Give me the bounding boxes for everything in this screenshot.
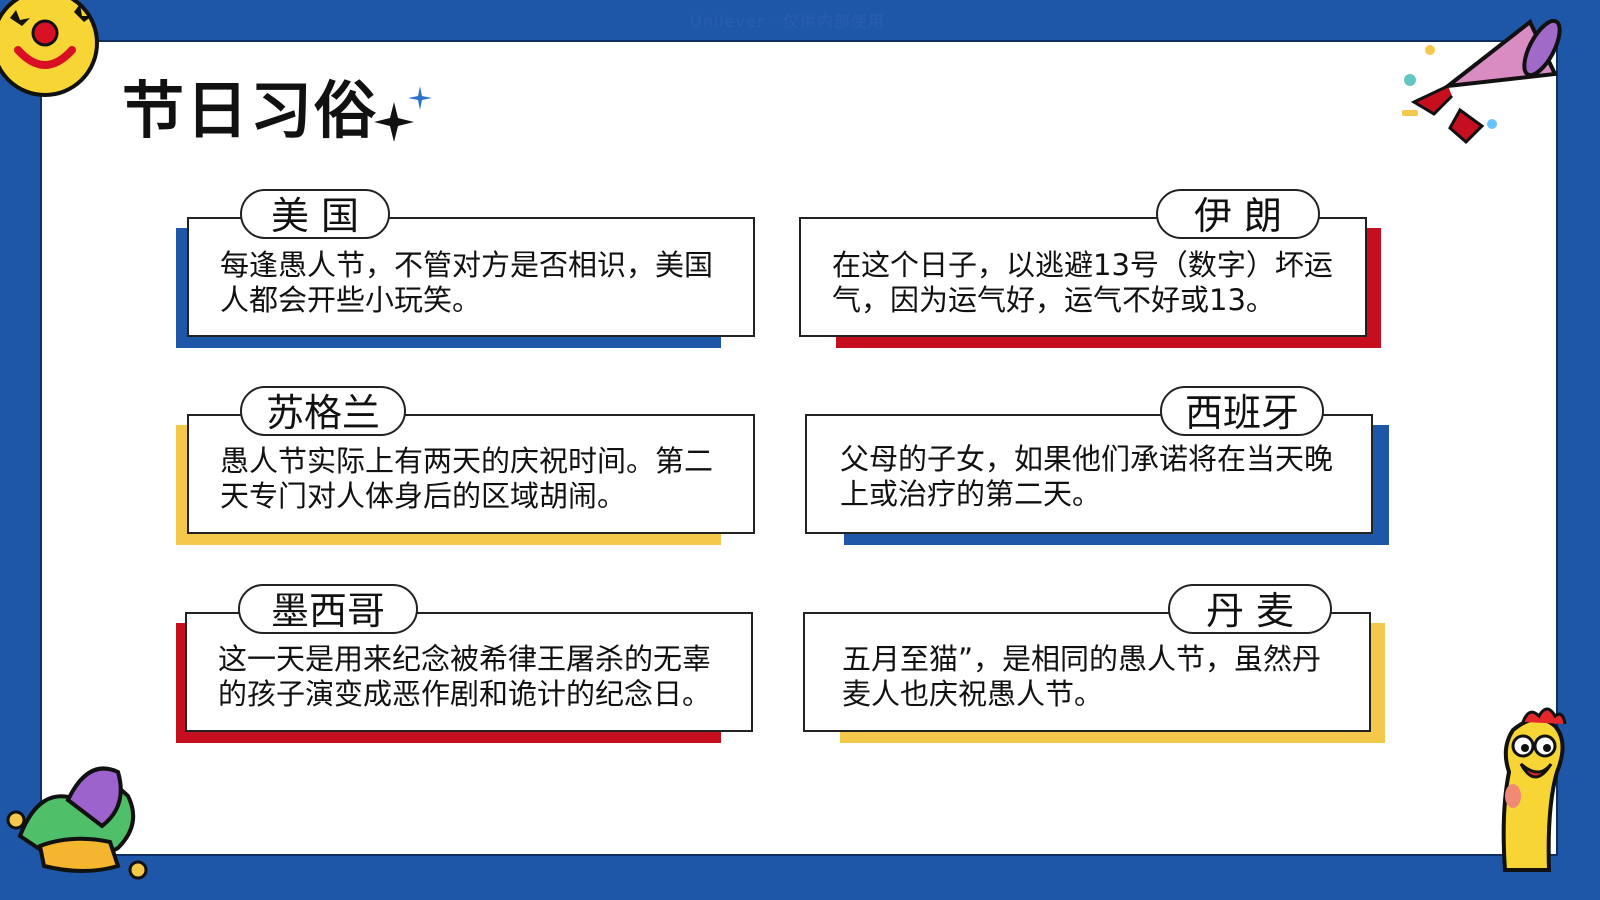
watermark: Unilever · 仅供内部使用 [690, 12, 885, 31]
page-title: 节日习俗 [122, 74, 379, 147]
sparkle-icon [374, 86, 432, 142]
card-description: 五月至猫”，是相同的愚人节，虽然丹 麦人也庆祝愚人节。 [842, 642, 1322, 711]
country-tag: 西班牙 [1160, 386, 1324, 436]
country-tag: 丹 麦 [1168, 584, 1332, 634]
card-description: 这一天是用来纪念被希律王屠杀的无辜 的孩子演变成恶作剧和诡计的纪念日。 [218, 642, 712, 711]
card-description: 父母的子女，如果他们承诺将在当天晚 上或治疗的第二天。 [840, 442, 1334, 511]
card-description: 愚人节实际上有两天的庆祝时间。第二 天专门对人体身后的区域胡闹。 [220, 444, 714, 513]
clown-face-icon [0, 0, 99, 97]
rubber-chicken-icon [1501, 707, 1567, 872]
card-description: 每逢愚人节，不管对方是否相识，美国 人都会开些小玩笑。 [220, 248, 714, 317]
party-horn-icon [1402, 18, 1562, 145]
country-tag: 墨西哥 [238, 584, 418, 634]
country-tag: 伊 朗 [1156, 189, 1320, 239]
country-tag: 美 国 [240, 189, 390, 239]
jester-hat-icon [6, 766, 148, 880]
country-tag: 苏格兰 [240, 386, 406, 436]
card-description: 在这个日子，以逃避13号（数字）坏运 气，因为运气好，运气不好或13。 [832, 248, 1333, 317]
